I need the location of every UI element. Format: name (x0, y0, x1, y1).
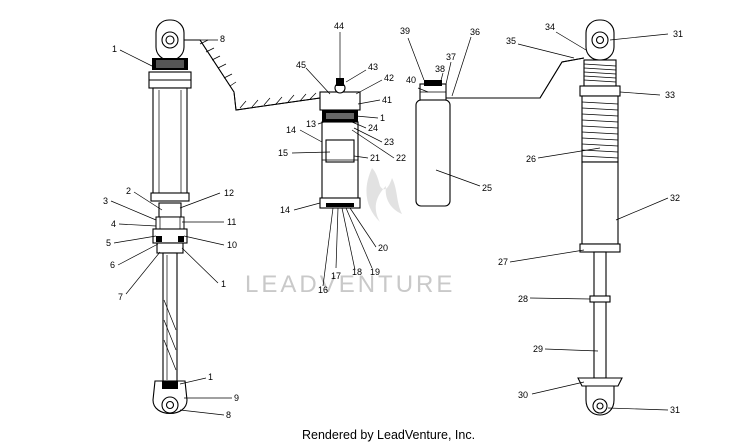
callout-19: 19 (370, 267, 380, 277)
callout-25: 25 (482, 183, 492, 193)
callout-1: 1 (380, 113, 385, 123)
callout-3: 3 (103, 196, 108, 206)
callout-1: 1 (112, 44, 117, 54)
callout-labels: 1 8 2 12 3 11 4 5 10 6 1 7 1 9 8 44 45 4… (103, 21, 683, 420)
callout-40: 40 (406, 75, 416, 85)
callout-11: 11 (227, 217, 236, 227)
callout-9: 9 (234, 393, 239, 403)
callout-1: 1 (221, 279, 226, 289)
callout-38: 38 (435, 64, 445, 74)
callout-8: 8 (226, 410, 231, 420)
callout-26: 26 (526, 154, 536, 164)
callout-45: 45 (296, 60, 306, 70)
callout-32: 32 (670, 193, 680, 203)
watermark: LEADVENTURE (245, 168, 455, 298)
callout-20: 20 (378, 243, 388, 253)
callout-5: 5 (106, 238, 111, 248)
callout-36: 36 (470, 27, 480, 37)
callout-10: 10 (227, 240, 237, 250)
callout-17: 17 (331, 271, 341, 281)
callout-34: 34 (545, 22, 555, 32)
callout-31: 31 (673, 29, 683, 39)
callout-14: 14 (280, 205, 290, 215)
left-shock (148, 19, 321, 414)
callout-14: 14 (286, 125, 296, 135)
footer-credit: Rendered by LeadVenture, Inc. (302, 428, 475, 442)
callout-2: 2 (126, 186, 131, 196)
callout-27: 27 (498, 257, 508, 267)
callout-41: 41 (382, 95, 392, 105)
callout-7: 7 (118, 292, 123, 302)
callout-4: 4 (111, 219, 116, 229)
leader-lines (110, 31, 669, 416)
callout-18: 18 (352, 267, 362, 277)
callout-30: 30 (518, 390, 528, 400)
callout-15: 15 (278, 148, 288, 158)
callout-12: 12 (224, 188, 234, 198)
watermark-text: LEADVENTURE (245, 271, 455, 298)
callout-35: 35 (506, 36, 516, 46)
callout-22: 22 (396, 153, 406, 163)
callout-29: 29 (533, 344, 543, 354)
remote-reservoir (319, 78, 361, 209)
callout-37: 37 (446, 52, 456, 62)
callout-43: 43 (368, 62, 378, 72)
callout-23: 23 (384, 137, 394, 147)
callout-13: 13 (306, 119, 316, 129)
callout-28: 28 (518, 294, 528, 304)
piggyback-reservoir (415, 57, 585, 207)
callout-31: 31 (670, 405, 680, 415)
callout-24: 24 (368, 123, 378, 133)
callout-33: 33 (665, 90, 675, 100)
callout-39: 39 (400, 26, 410, 36)
callout-6: 6 (110, 260, 115, 270)
callout-1: 1 (208, 372, 213, 382)
callout-42: 42 (384, 73, 394, 83)
right-coilover-shock (577, 19, 623, 416)
callout-8: 8 (220, 34, 225, 44)
callout-21: 21 (370, 153, 380, 163)
callout-44: 44 (334, 21, 344, 31)
callout-16: 16 (318, 285, 328, 295)
